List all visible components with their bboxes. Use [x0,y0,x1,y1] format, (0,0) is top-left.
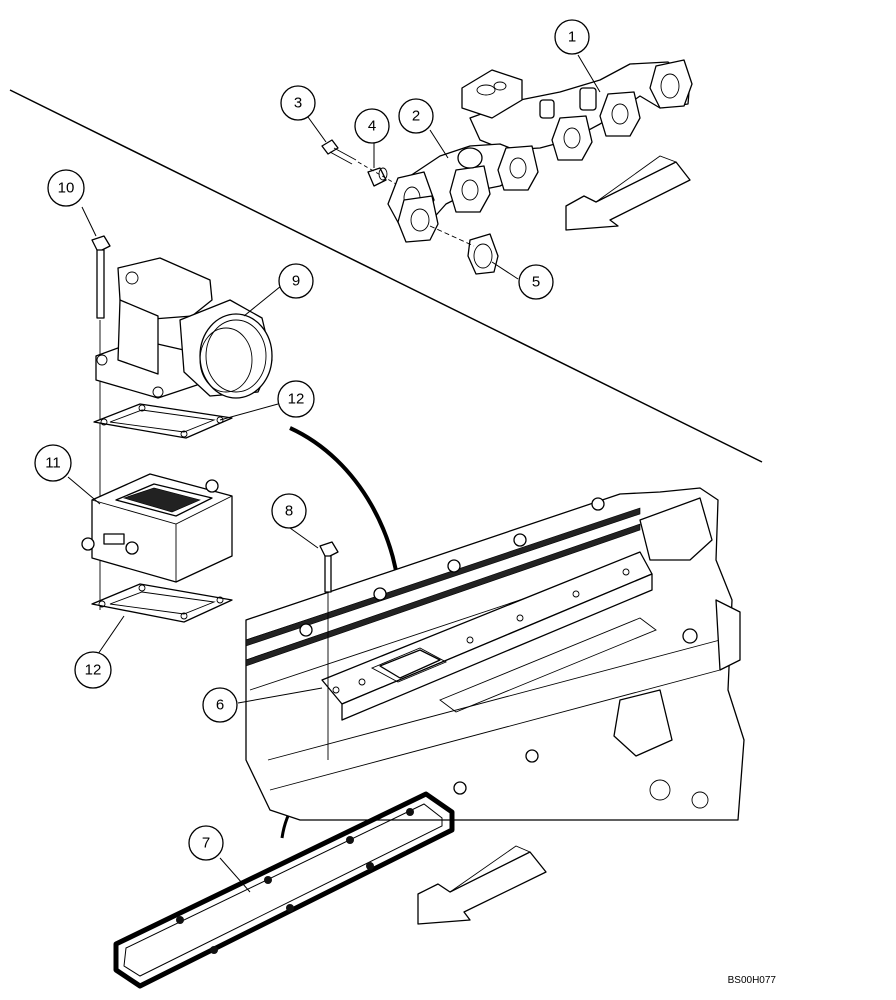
callout-8: 8 [271,493,307,529]
long-bolt-part-10 [91,235,111,319]
bolt-part-8 [319,541,339,593]
svg-text:12: 12 [288,391,305,408]
leader-9 [243,285,282,317]
svg-text:7: 7 [202,835,210,852]
callout-12a: 12 [277,380,315,418]
svg-text:9: 9 [292,273,300,290]
svg-text:2: 2 [412,108,420,125]
intake-cover-plate-part-6 [321,551,657,721]
svg-text:4: 4 [368,118,376,135]
intake-elbow-part-9 [95,257,273,399]
leader-7 [219,857,251,893]
intake-heater-part-11 [81,473,233,583]
svg-text:3: 3 [294,95,302,112]
front-direction-arrow-lower [417,845,547,925]
callout-10: 10 [47,169,85,207]
callout-6: 6 [202,687,238,723]
svg-text:1: 1 [568,29,576,46]
leader-12b [97,615,125,655]
callout-5: 5 [518,264,554,300]
callout-11: 11 [34,444,72,482]
svg-text:6: 6 [216,697,224,714]
leader-8 [289,527,319,549]
gasket-part-12-lower [91,583,233,623]
front-direction-arrow-upper [565,155,691,231]
svg-text:8: 8 [285,503,293,520]
gasket-part-12-upper [93,403,233,439]
figure-code: BS00H077 [727,975,776,986]
callout-9: 9 [278,263,314,299]
callout-3: 3 [280,85,316,121]
callout-4: 4 [354,108,390,144]
svg-text:11: 11 [45,455,61,472]
callout-2: 2 [398,98,434,134]
callout-7: 7 [188,825,224,861]
leader-10 [81,206,97,237]
callout-12b: 12 [74,651,112,689]
bolt-part-3 [321,139,357,165]
leader-1 [577,54,601,93]
exhaust-manifold-rear [461,59,693,161]
leader-3 [307,116,327,143]
gasket-part-5 [467,233,499,275]
svg-text:10: 10 [58,180,75,197]
leader-12a [219,403,279,421]
leader-5 [491,261,519,280]
section-divider-line [9,89,763,463]
svg-text:5: 5 [532,274,540,291]
leader-2 [429,129,449,159]
callout-1: 1 [554,19,590,55]
leader-6 [237,687,323,704]
exhaust-manifold-front [387,143,539,243]
leader-11 [67,476,101,505]
svg-text:12: 12 [85,662,102,679]
gasket-part-7 [113,791,455,989]
